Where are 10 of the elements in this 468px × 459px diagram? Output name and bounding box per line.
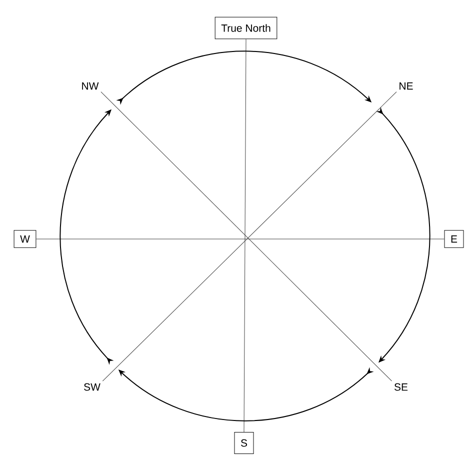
compass-line [244,38,246,432]
compass-label-box: E [444,230,464,248]
compass-label: NW [82,82,99,90]
compass-label-box: W [14,230,36,248]
compass-line [36,238,444,240]
compass-label-box: True North [214,16,278,40]
compass-label: NE [400,82,413,90]
compass-label: SW [84,383,100,391]
compass-label: SE [394,383,408,391]
compass-label-box: S [234,432,254,454]
